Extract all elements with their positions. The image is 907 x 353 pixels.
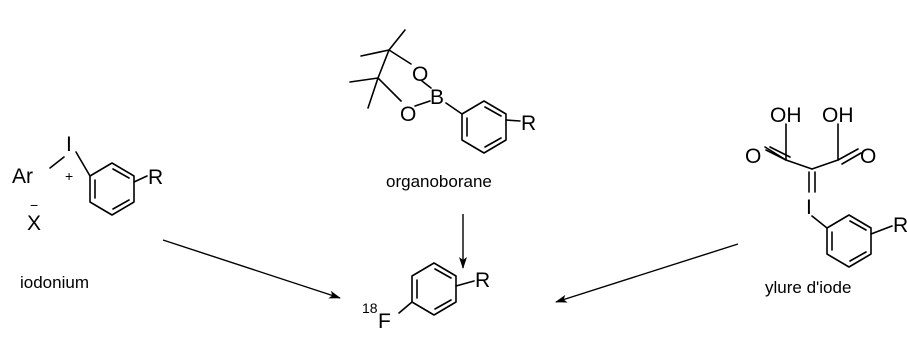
product-isotope-label: 18	[362, 300, 378, 316]
product-c-f-bond	[398, 301, 413, 314]
arrow-ylide-to-product	[555, 243, 739, 303]
ylide-hydroxyl-left: OH	[770, 104, 802, 127]
ylide-hydroxyl-right: OH	[822, 104, 854, 127]
product-r-label: R	[475, 269, 490, 292]
product-benzene-ring	[411, 262, 457, 316]
ylide-benzene-ring	[826, 214, 872, 268]
iodonium-i-aryl-bond	[75, 151, 91, 177]
iodonium-ar-i-bond	[49, 156, 65, 169]
ylide-iodine-label: I	[806, 196, 812, 219]
iodonium-ring-r-bond	[133, 175, 148, 183]
boron-aryl-bond	[445, 102, 463, 115]
ylide-ring-r-bond	[870, 225, 893, 235]
ylide-carbonyl-right: O	[860, 145, 876, 168]
iodonium-minus-charge: −	[30, 197, 38, 213]
organoborane-boron-label: B	[430, 86, 444, 109]
iodonium-structure: Ar I + X − R iodonium	[12, 133, 163, 292]
product-structure: 18 F R	[362, 262, 490, 333]
organoborane-structure: O O B R organoborane	[349, 29, 536, 191]
iodonium-aryl-label: Ar	[12, 165, 33, 188]
organoborane-benzene-ring	[461, 100, 507, 154]
ylide-structure: OH OH O O I R ylure d'iode	[745, 104, 907, 297]
organoborane-oxygen-top: O	[412, 63, 428, 86]
organoborane-caption: organoborane	[386, 172, 492, 191]
pinacol-ring	[349, 29, 432, 109]
ylide-r-label: R	[893, 214, 907, 237]
organoborane-ring-r-bond	[505, 119, 521, 122]
iodonium-counterion-label: X	[27, 212, 41, 235]
iodonium-iodine-label: I	[66, 133, 72, 156]
iodonium-caption: iodonium	[20, 273, 89, 292]
organoborane-oxygen-bottom: O	[400, 103, 416, 126]
product-ring-r-bond	[455, 280, 475, 287]
arrow-iodonium-to-product	[162, 239, 341, 299]
product-fluorine-label: F	[378, 310, 391, 333]
organoborane-r-label: R	[521, 112, 536, 135]
ylide-caption: ylure d'iode	[765, 278, 851, 297]
iodonium-plus-charge: +	[65, 168, 73, 184]
iodonium-benzene-ring	[89, 162, 135, 216]
ylide-carbonyl-left: O	[745, 145, 761, 168]
iodonium-r-label: R	[148, 166, 163, 189]
